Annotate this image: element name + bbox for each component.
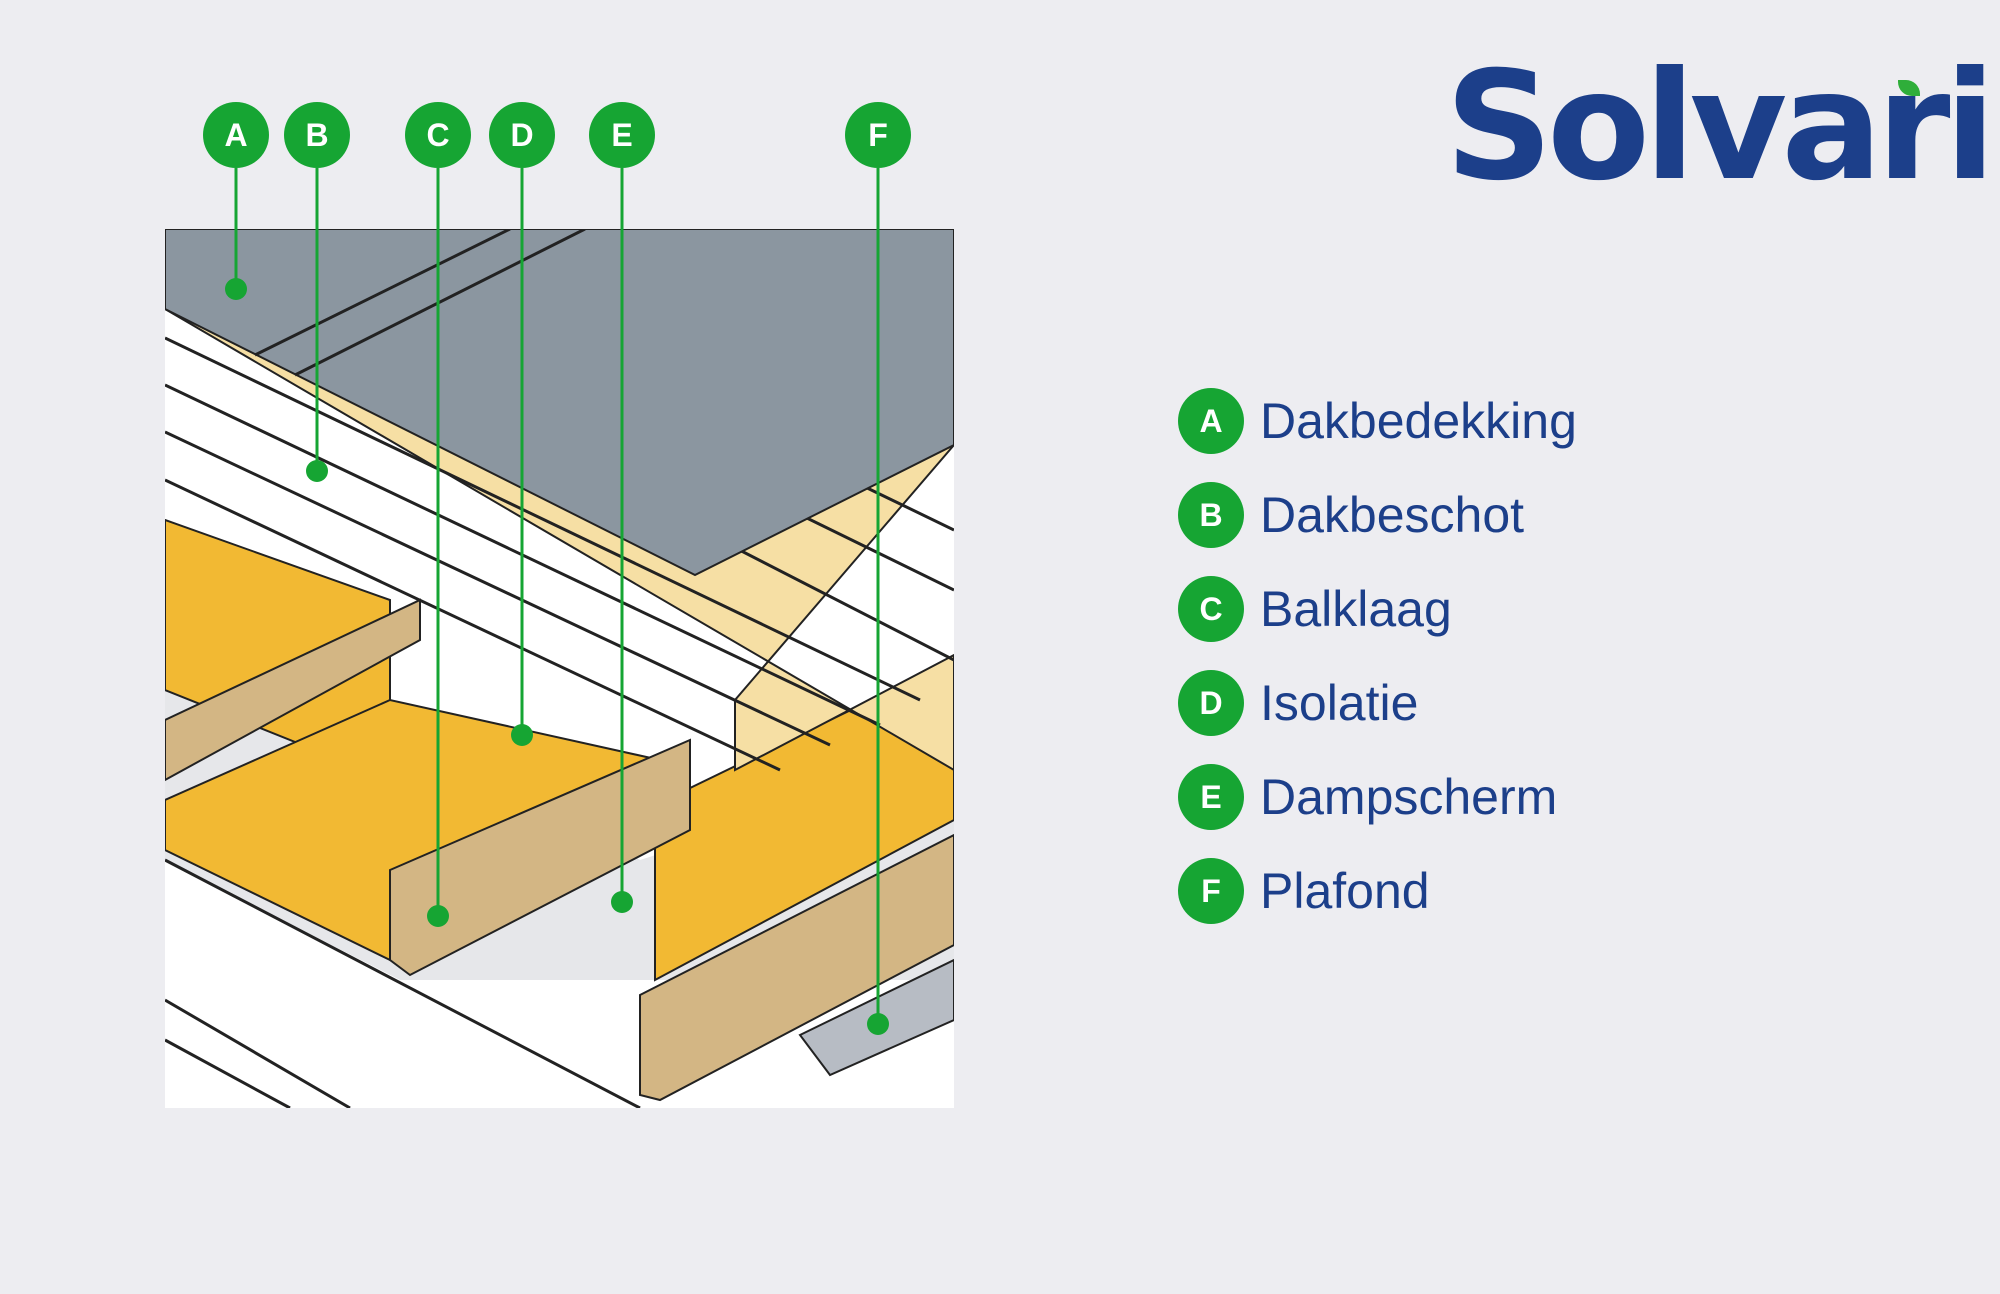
legend-item: F Plafond: [1178, 844, 1577, 938]
legend-item: C Balklaag: [1178, 562, 1577, 656]
marker-a-letter: A: [224, 117, 247, 153]
joist-edge: [165, 858, 641, 1108]
legend-item: A Dakbedekking: [1178, 374, 1577, 468]
legend-label: Dakbedekking: [1260, 393, 1577, 449]
marker-e-letter: E: [611, 117, 632, 153]
legend-badge: D: [1178, 670, 1244, 736]
roofing-membrane: [165, 229, 954, 577]
joist-center: [389, 738, 691, 977]
point-dot-e: [611, 891, 633, 913]
legend-label: Isolatie: [1260, 675, 1419, 731]
marker-c-letter: C: [426, 117, 449, 153]
legend-badge: C: [1178, 576, 1244, 642]
roofing-seam: [254, 229, 511, 357]
marker-b: [284, 102, 350, 168]
legend-item: E Dampscherm: [1178, 750, 1577, 844]
legend-badge: A: [1178, 388, 1244, 454]
joist-edge: [165, 998, 351, 1108]
legend: A Dakbedekking B Dakbeschot C Balklaag D…: [1178, 374, 1577, 938]
point-dot-c: [427, 905, 449, 927]
marker-c: [405, 102, 471, 168]
marker-a: [203, 102, 269, 168]
marker-f-letter: F: [868, 117, 888, 153]
marker-d: [489, 102, 555, 168]
legend-label: Balklaag: [1260, 581, 1452, 637]
legend-item: B Dakbeschot: [1178, 468, 1577, 562]
joist-right: [639, 833, 954, 1102]
joist-left: [165, 598, 421, 782]
point-dot-a: [225, 278, 247, 300]
point-dot-f: [867, 1013, 889, 1035]
legend-item: D Isolatie: [1178, 656, 1577, 750]
point-dot-b: [306, 460, 328, 482]
marker-f: [845, 102, 911, 168]
marker-e: [589, 102, 655, 168]
point-dot-d: [511, 724, 533, 746]
solvari-logo: Solvari: [1445, 40, 1996, 214]
leaf-icon: [1898, 80, 1920, 96]
marker-b-letter: B: [305, 117, 328, 153]
roofing-seam: [294, 229, 586, 377]
joist-edge: [165, 1038, 291, 1108]
legend-badge: B: [1178, 482, 1244, 548]
legend-badge: F: [1178, 858, 1244, 924]
legend-label: Plafond: [1260, 863, 1430, 919]
legend-badge: E: [1178, 764, 1244, 830]
legend-label: Dakbeschot: [1260, 487, 1525, 543]
legend-label: Dampscherm: [1260, 769, 1558, 825]
marker-d-letter: D: [510, 117, 533, 153]
